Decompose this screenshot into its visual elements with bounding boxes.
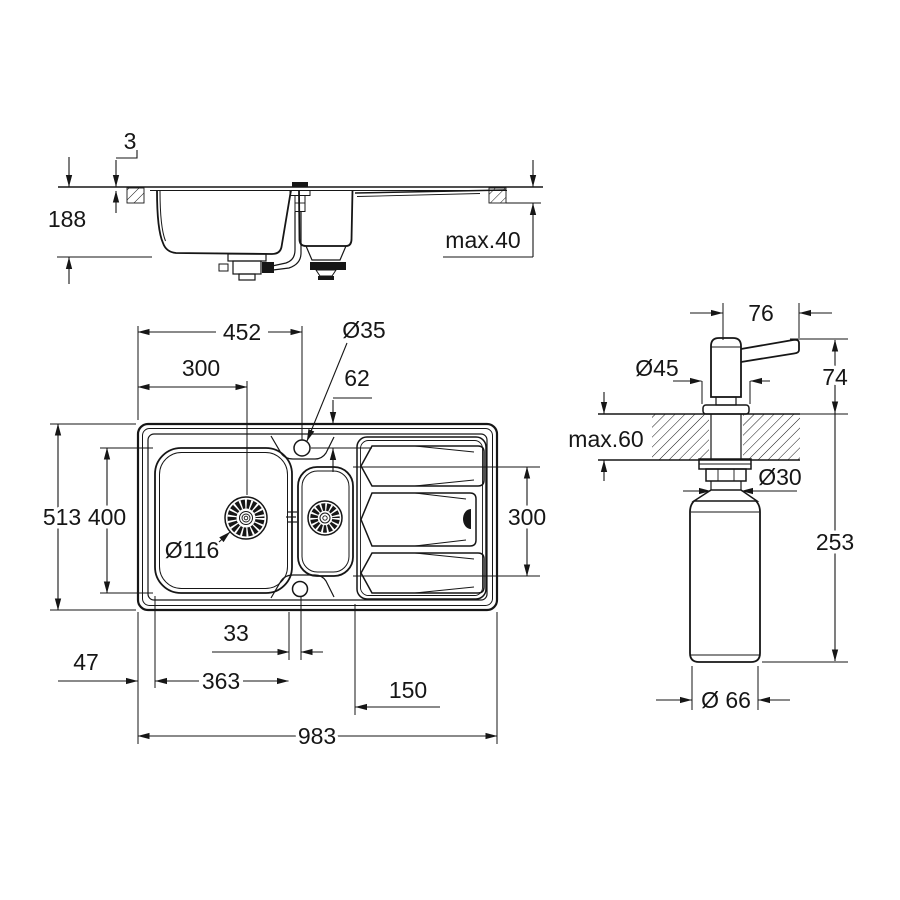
tap-hole-plug <box>292 182 308 188</box>
dim-tap-hole-diameter: Ø35 <box>342 317 385 343</box>
deck-section-left <box>652 414 709 460</box>
dim-overall-length: 983 <box>298 723 336 749</box>
dim-rim-height: 3 <box>124 128 137 154</box>
tap-hole-top <box>293 439 311 457</box>
dim-bowl-width: 363 <box>202 668 240 694</box>
deck-section-right <box>743 414 800 460</box>
counter-section-left <box>126 187 145 204</box>
dim-height-below-deck: 253 <box>816 529 854 555</box>
half-bowl <box>297 466 354 577</box>
dim-bowl-to-tap: 33 <box>223 620 249 646</box>
dim-tap-center: 452 <box>223 319 261 345</box>
dim-edge-to-bowl: 47 <box>73 649 99 675</box>
strainer-basket <box>305 245 347 280</box>
dim-bottle-diameter: Ø 66 <box>701 687 751 713</box>
dim-countertop-thickness: max.40 <box>445 227 520 253</box>
dispenser-bottle <box>689 500 761 663</box>
dim-flange-diameter: Ø45 <box>635 355 678 381</box>
dim-drain-diameter: Ø116 <box>165 537 220 563</box>
dispenser-head <box>710 337 742 398</box>
sink-top-view: 452 300 Ø35 62 513 400 Ø116 300 33 <box>39 314 549 753</box>
dispenser-spout <box>740 338 800 363</box>
dim-spout-reach: 76 <box>748 300 774 326</box>
soap-dispenser-view: 76 Ø45 74 max.60 Ø30 253 Ø 66 <box>565 297 858 717</box>
dispenser-locknut <box>705 468 747 482</box>
counter-section-right <box>488 187 507 204</box>
main-bowl <box>154 447 293 594</box>
sink-side-view: 3 188 max.40 <box>44 125 543 284</box>
dim-bowl-depth-side: 188 <box>48 206 86 232</box>
half-bowl-strainer <box>307 500 343 536</box>
dim-height-above-deck: 74 <box>822 364 848 390</box>
waste-fitting <box>218 253 274 281</box>
dim-shank-diameter: Ø30 <box>758 464 801 490</box>
dim-drainer-length: 150 <box>389 677 427 703</box>
dim-drain-center: 300 <box>182 355 220 381</box>
main-drain-strainer <box>224 496 268 540</box>
dim-tap-hole-offset: 62 <box>344 365 370 391</box>
dim-deck-thickness: max.60 <box>568 426 643 452</box>
drainboard <box>356 436 487 600</box>
dim-bowl-depth: 400 <box>88 504 126 530</box>
dispenser-flange <box>702 404 750 415</box>
dim-drainer-depth: 300 <box>508 504 546 530</box>
dim-overall-depth: 513 <box>43 504 81 530</box>
tap-hole-bottom <box>291 580 309 598</box>
